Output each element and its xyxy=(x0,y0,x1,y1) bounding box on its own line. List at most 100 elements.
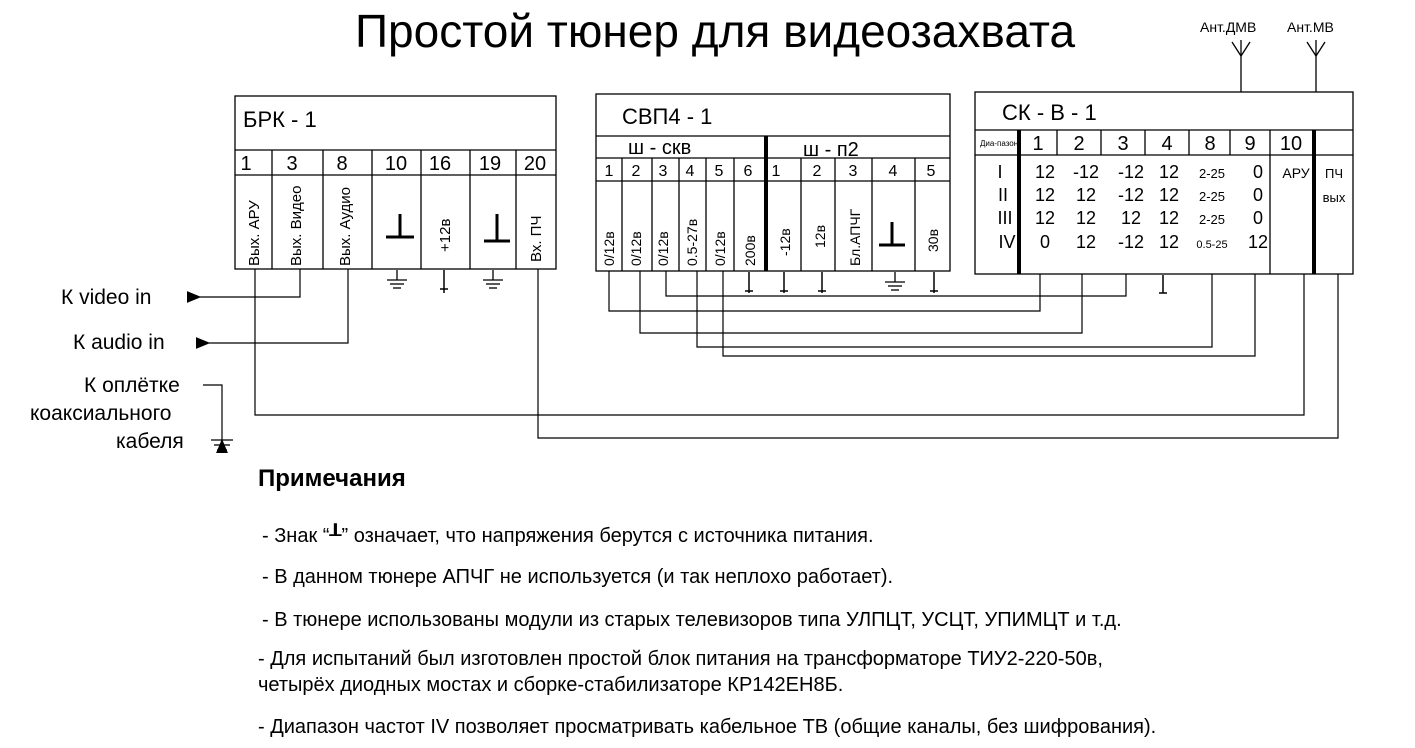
ground-icon xyxy=(387,270,407,289)
power-source-icon xyxy=(1159,275,1167,294)
svp-label: 30в xyxy=(925,229,941,252)
sk-value-cell: 12 xyxy=(1076,185,1096,205)
sk-value-cell: 12 xyxy=(1035,208,1055,228)
svp-pin: 3 xyxy=(659,163,668,180)
svp-pin-labels: 0/12в 0/12в 0/12в 0.5-27в 0/12в 200в -12… xyxy=(601,208,941,266)
sk-pin: 2 xyxy=(1073,133,1084,155)
power-source-icon xyxy=(930,272,938,293)
brk-pin: 19 xyxy=(479,153,501,175)
wire-video xyxy=(186,269,301,303)
sk-range: I xyxy=(997,162,1002,182)
sk-value-cell: -12 xyxy=(1073,162,1099,182)
sk-value-cell: 2-25 xyxy=(1199,212,1225,227)
svp-group-skv: ш - скв xyxy=(628,137,691,159)
note-item: - Знак “┸” означает, что напряжения беру… xyxy=(262,525,874,547)
note-item: - Диапазон частот IV позволяет просматри… xyxy=(258,716,1157,738)
wire-audio xyxy=(195,269,349,349)
wire-svp1 xyxy=(608,271,1041,312)
note-item: - Для испытаний был изготовлен простой б… xyxy=(258,648,1103,670)
sk-range-header: Диа-пазон xyxy=(980,139,1018,148)
diagram-title: Простой тюнер для видеозахвата xyxy=(354,5,1076,57)
brk-module-name: БРК - 1 xyxy=(243,107,317,132)
brk-pin: 10 xyxy=(385,153,407,175)
brk-pin: 1 xyxy=(240,153,251,175)
sk-module-name: СК - В - 1 xyxy=(1002,100,1097,125)
sk-range: II xyxy=(998,185,1008,205)
svp-group-p2: ш - п2 xyxy=(803,139,859,161)
ground-icon xyxy=(879,222,905,247)
antenna-dmv-label: Ант.ДМВ xyxy=(1200,19,1256,35)
sk-vyh-label: вых xyxy=(1323,190,1346,205)
sk-pin: 9 xyxy=(1244,133,1255,155)
svp-label: -12в xyxy=(777,228,793,256)
ground-icon xyxy=(885,272,905,291)
wire-svp4 xyxy=(696,271,1213,348)
sk-value-cell: -12 xyxy=(1118,162,1144,182)
brk-ground-symbols xyxy=(386,214,510,243)
svp-label: 0/12в xyxy=(712,231,728,266)
notes-heading: Примечания xyxy=(258,465,406,492)
sk-value-cell: 2-25 xyxy=(1199,166,1225,181)
wire-svp3 xyxy=(665,271,1127,297)
sk-pin: 3 xyxy=(1117,133,1128,155)
ground-icon xyxy=(386,214,414,239)
wire-aru xyxy=(254,269,1305,416)
sk-value-cell: 12 xyxy=(1248,232,1268,252)
sk-value-cell: -12 xyxy=(1118,185,1144,205)
power-source-icon xyxy=(745,272,753,293)
sk-value-cell: 0 xyxy=(1253,185,1263,205)
brk-pin: 8 xyxy=(336,153,347,175)
sk-value-cell: 12 xyxy=(1159,232,1179,252)
svp-module-name: СВП4 - 1 xyxy=(622,104,712,129)
svp-label: 12в xyxy=(812,225,828,248)
sk-value-cell: 0.5-25 xyxy=(1196,239,1227,251)
svp-pin: 6 xyxy=(744,163,753,180)
output-audio-label: К audio in xyxy=(73,331,165,354)
brk-label-video: Вых. Видео xyxy=(288,186,305,266)
output-braid-label-1: К оплётке xyxy=(84,374,180,397)
sk-value-cell: -12 xyxy=(1118,232,1144,252)
svp-label: 200в xyxy=(742,235,758,266)
sk-value-cell: 12 xyxy=(1035,162,1055,182)
antenna-mv xyxy=(1306,40,1326,92)
svp-module xyxy=(595,93,951,272)
sk-value-cell: 12 xyxy=(1159,208,1179,228)
sk-pin: 10 xyxy=(1280,133,1302,155)
power-source-icons xyxy=(440,270,1167,294)
sk-value-cell: 12 xyxy=(1035,185,1055,205)
svp-pin: 4 xyxy=(889,163,898,180)
ground-icon xyxy=(483,270,503,289)
power-source-icon xyxy=(780,272,788,293)
sk-voltage-table: 12 -12 -12 12 2-25 0 12 12 -12 12 2-25 0 12 12 12 12 2-2… xyxy=(1035,162,1268,252)
svp-pin: 5 xyxy=(927,163,936,180)
svp-label: Бл.АПЧГ xyxy=(847,208,863,266)
svp-pin: 1 xyxy=(605,163,614,180)
sk-range: IV xyxy=(998,232,1015,252)
note-item: - В данном тюнере АПЧГ не используется (… xyxy=(262,566,894,588)
brk-pin-numbers: 1 3 8 10 16 19 20 xyxy=(240,153,546,175)
svp-label: 0/12в xyxy=(655,231,671,266)
sk-value-cell: 12 xyxy=(1159,162,1179,182)
svp-pin-numbers: 1 2 3 4 5 6 1 2 3 4 5 xyxy=(605,163,936,180)
sk-value-cell: 12 xyxy=(1159,185,1179,205)
svp-pin: 2 xyxy=(813,163,822,180)
svp-label: 0/12в xyxy=(628,231,644,266)
sk-range: III xyxy=(997,208,1012,228)
antenna-mv-label: Ант.МВ xyxy=(1287,19,1334,35)
note-item: четырёх диодных мостах и сборке-стабилиз… xyxy=(258,674,844,696)
sk-value-cell: 12 xyxy=(1076,232,1096,252)
sk-range-labels: I II III IV xyxy=(997,162,1015,252)
brk-pin-labels: Вых. АРУ Вых. Видео Вых. Аудио +12в Вх. … xyxy=(246,186,545,266)
brk-module xyxy=(234,95,557,270)
note-item: - В тюнере использованы модули из старых… xyxy=(262,609,1122,631)
sk-value-cell: 0 xyxy=(1253,162,1263,182)
brk-label-12v: +12в xyxy=(437,219,454,252)
svp-pin: 1 xyxy=(772,163,781,180)
svp-pin: 3 xyxy=(849,163,858,180)
svp-pin: 4 xyxy=(686,163,695,180)
sk-value-cell: 2-25 xyxy=(1199,189,1225,204)
wire-braid xyxy=(203,384,228,454)
sk-value-cell: 12 xyxy=(1121,208,1141,228)
sk-pin: 8 xyxy=(1204,133,1215,155)
